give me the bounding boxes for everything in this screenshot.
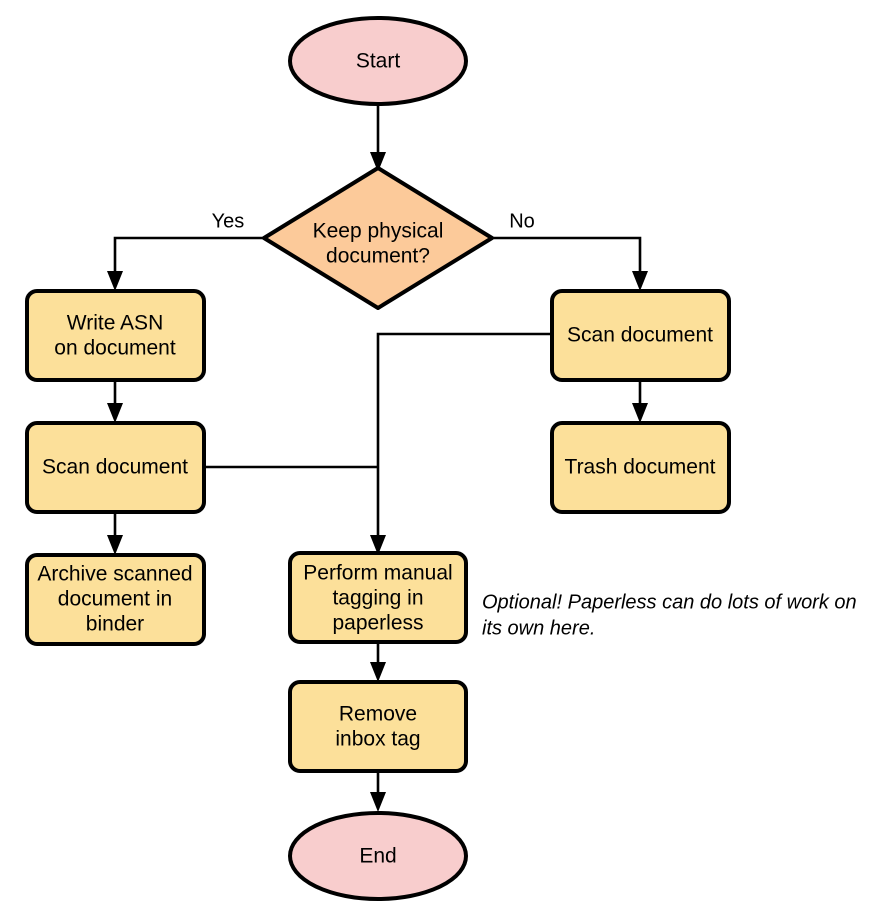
annotation-line1: Optional! Paperless can do lots of work … (482, 591, 857, 613)
node-end-label: End (359, 845, 396, 868)
node-write-asn-shape[interactable] (25, 289, 206, 382)
arrowhead (107, 403, 123, 423)
node-scan-document-right[interactable]: Scan document (550, 289, 731, 382)
node-trash-document[interactable]: Trash document (550, 421, 731, 514)
node-decision-label-line1: Keep physical (313, 220, 444, 243)
edge-line (492, 236, 642, 279)
node-archive-label-line1: Archive scanned (37, 563, 192, 586)
node-archive-label-line3: binder (86, 613, 144, 636)
node-write-asn[interactable]: Write ASN on document (25, 289, 206, 382)
node-tagging-label-line1: Perform manual (303, 562, 452, 585)
node-decision-label-line2: document? (326, 245, 430, 268)
node-scan-right-shape[interactable] (550, 289, 731, 382)
edge-decision-to-write-asn (107, 236, 264, 291)
edge-tagging-to-remove-inbox (370, 642, 386, 682)
node-end[interactable]: End (288, 811, 468, 901)
annotation-optional-note: Optional! Paperless can do lots of work … (482, 591, 857, 639)
node-write-asn-label-line1: Write ASN (67, 312, 163, 335)
edge-line (113, 236, 264, 279)
edge-label-no: No (509, 210, 535, 232)
node-layer: Start Keep physical document? Write ASN … (25, 16, 731, 901)
node-perform-manual-tagging[interactable]: Perform manual tagging in paperless (288, 551, 468, 644)
edge-layer (107, 104, 648, 812)
edge-scan-right-to-tagging (370, 332, 552, 555)
edge-scan-right-to-trash (632, 380, 648, 423)
node-start-label: Start (356, 50, 401, 73)
node-scan-left-shape[interactable] (25, 421, 206, 514)
arrowhead (107, 535, 123, 555)
edge-remove-inbox-to-end (370, 771, 386, 812)
node-decision-shape[interactable] (262, 166, 494, 310)
arrowhead (370, 152, 386, 172)
node-archive-label-line2: document in (58, 588, 172, 611)
node-trash-shape[interactable] (550, 421, 731, 514)
edge-start-to-decision (370, 104, 386, 172)
edge-label-yes: Yes (212, 210, 245, 232)
node-scan-document-left[interactable]: Scan document (25, 421, 206, 514)
annotation-line2: its own here. (482, 617, 595, 639)
node-remove-inbox-tag[interactable]: Remove inbox tag (288, 680, 468, 773)
node-remove-inbox-label-line1: Remove (339, 703, 417, 726)
node-scan-left-label: Scan document (42, 456, 188, 479)
node-end-shape[interactable] (288, 811, 468, 901)
node-tagging-label-line3: paperless (332, 612, 423, 635)
node-tagging-shape[interactable] (288, 551, 468, 644)
arrowhead (370, 662, 386, 682)
node-trash-label: Trash document (565, 456, 716, 479)
node-archive-shape[interactable] (25, 553, 206, 646)
node-write-asn-label-line2: on document (54, 337, 176, 360)
arrowhead (632, 271, 648, 291)
node-remove-inbox-shape[interactable] (288, 680, 468, 773)
arrowhead (107, 271, 123, 291)
node-start[interactable]: Start (288, 16, 468, 106)
edge-decision-to-scan-right (492, 236, 648, 291)
edge-write-asn-to-scan-left (107, 380, 123, 423)
node-keep-physical-document[interactable]: Keep physical document? (262, 166, 494, 310)
node-tagging-label-line2: tagging in (332, 587, 423, 610)
arrowhead (632, 403, 648, 423)
node-scan-right-label: Scan document (567, 324, 713, 347)
node-start-shape[interactable] (288, 16, 468, 106)
node-remove-inbox-label-line2: inbox tag (335, 728, 420, 751)
edge-label-layer: Yes No (212, 210, 535, 232)
edge-scan-left-to-archive (107, 512, 123, 555)
node-archive-scanned-document[interactable]: Archive scanned document in binder (25, 553, 206, 646)
edge-line (376, 332, 552, 543)
arrowhead (370, 535, 386, 555)
arrowhead (370, 792, 386, 812)
